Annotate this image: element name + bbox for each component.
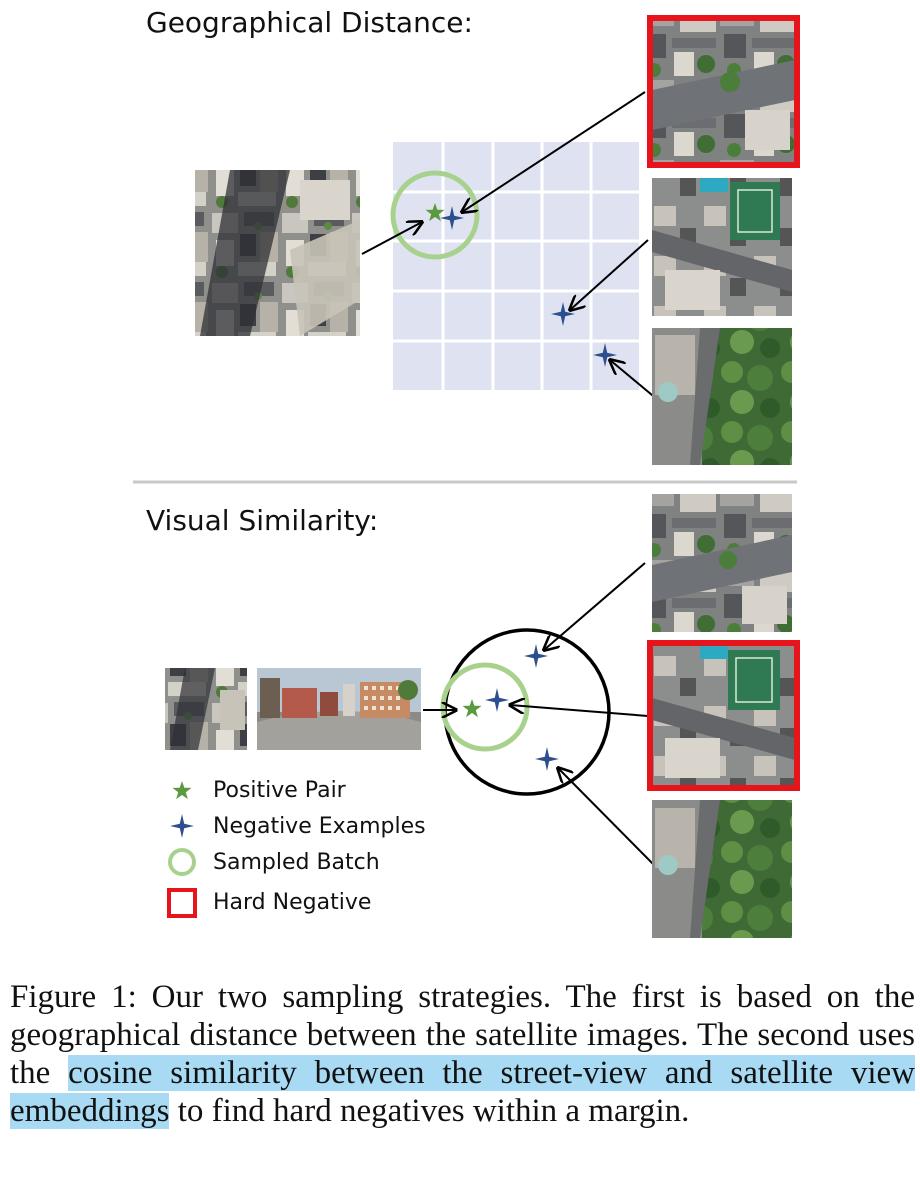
top-hard-negative-frame <box>647 15 800 168</box>
legend-hard-negative-square-icon <box>167 888 197 918</box>
bottom-right-image-3 <box>652 800 792 938</box>
legend-positive-star-icon <box>172 781 192 800</box>
legend-negative-star-icon <box>170 814 194 838</box>
legend-batch-circle-icon <box>168 848 196 876</box>
bottom-right-image-1 <box>652 494 792 632</box>
top-right-image-1 <box>647 15 800 168</box>
bottom-query-satellite-image <box>165 668 247 750</box>
legend-hard-label: Hard Negative <box>213 890 372 915</box>
legend-batch-label: Sampled Batch <box>213 850 380 875</box>
bottom-positive-star <box>462 699 482 718</box>
figure-graphic <box>133 15 800 938</box>
legend-negative-label: Negative Examples <box>213 814 426 839</box>
top-query-satellite-image <box>195 170 360 336</box>
legend-positive-label: Positive Pair <box>213 778 346 803</box>
embedding-grid <box>393 142 639 390</box>
geo-section-title: Geographical Distance: <box>146 6 473 39</box>
street-view-panorama <box>257 668 421 750</box>
figure-caption: Figure 1: Our two sampling strategies. T… <box>10 978 915 1130</box>
caption-text-start: Figure 1: Our two sampling strategies. T… <box>10 979 915 1091</box>
bottom-sampled-batch-circle <box>440 662 530 752</box>
bottom-arrows <box>423 562 658 869</box>
bottom-negative-star-2 <box>524 644 548 668</box>
top-arrows <box>361 91 659 401</box>
top-right-image-3 <box>652 328 792 465</box>
top-sampled-batch-circle <box>390 170 480 260</box>
top-right-image-2 <box>652 178 792 316</box>
bottom-negative-star-3 <box>535 747 559 771</box>
visual-section-title: Visual Similarity: <box>146 504 379 537</box>
bottom-right-image-2 <box>647 640 800 791</box>
bottom-negative-star-1 <box>485 688 509 712</box>
bottom-hard-negative-frame <box>647 640 800 791</box>
caption-text-end: to find hard negatives within a margin. <box>169 1093 690 1129</box>
